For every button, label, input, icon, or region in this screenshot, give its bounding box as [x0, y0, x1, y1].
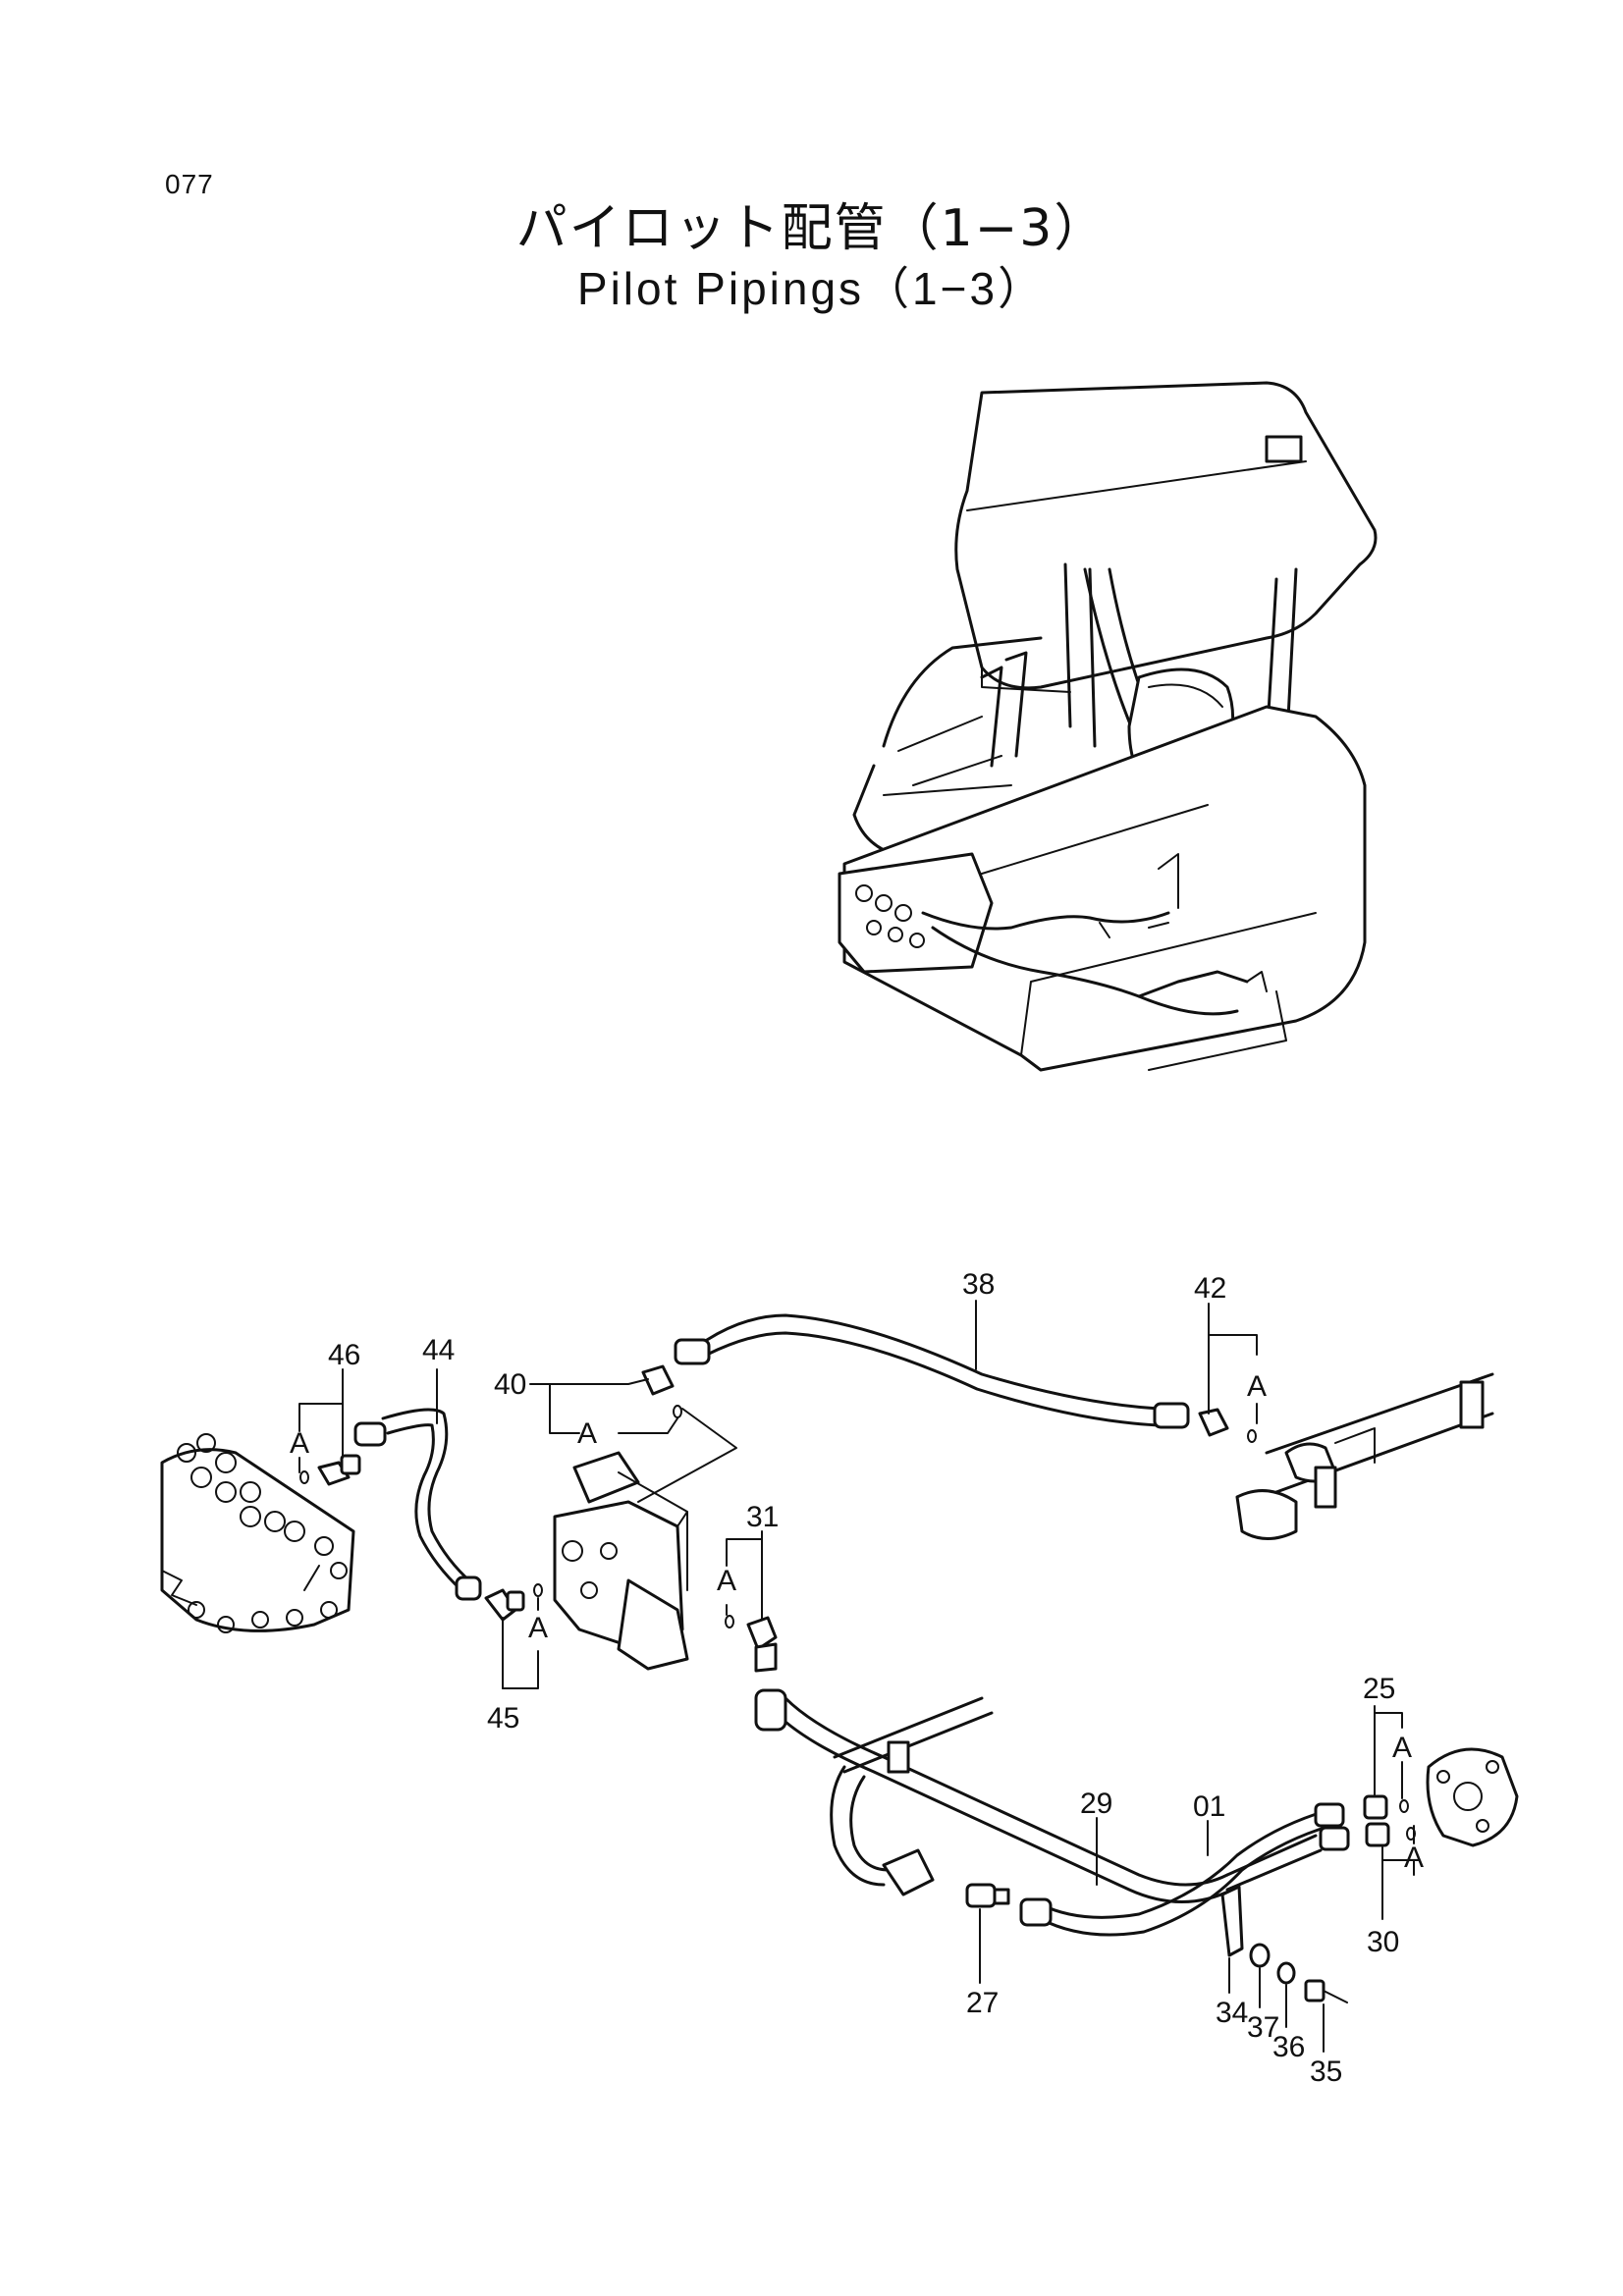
mark-a: A — [1404, 1842, 1424, 1874]
fitting-27 — [965, 1883, 1010, 1908]
hose-44 — [353, 1408, 482, 1601]
mark-a: A — [577, 1417, 597, 1450]
callout-44: 44 — [422, 1334, 455, 1366]
pilot-pump — [1426, 1747, 1519, 1847]
pilot-valve-block — [553, 1451, 689, 1671]
right-tube-assembly — [1235, 1372, 1494, 1540]
callout-29: 29 — [1080, 1788, 1112, 1820]
callout-labels: 38 42 40 46 44 31 45 25 29 01 30 27 34 3… — [290, 1268, 1424, 2088]
hose-38 — [674, 1313, 1190, 1429]
machine-overview-illustration — [838, 381, 1378, 1072]
fitting-46 — [299, 1454, 361, 1486]
callout-35: 35 — [1310, 2056, 1342, 2088]
callout-30: 30 — [1367, 1926, 1399, 1958]
callout-42: 42 — [1194, 1272, 1226, 1305]
elbow-31 — [725, 1615, 778, 1673]
pilot-piping-exploded-view: 38 42 40 46 44 31 45 25 29 01 30 27 34 3… — [160, 1268, 1519, 2088]
mark-a: A — [1247, 1370, 1267, 1403]
callout-36: 36 — [1272, 2031, 1305, 2063]
mark-a: A — [1392, 1732, 1412, 1764]
elbow-42 — [1198, 1408, 1257, 1443]
page-number: 077 — [165, 169, 214, 199]
bolt-35 — [1304, 1979, 1348, 2003]
clamp-34 — [1220, 1885, 1244, 1957]
page-title-japanese: パイロット配管（1−3） — [515, 199, 1108, 258]
page-title-english: Pilot Pipings（1−3） — [576, 263, 1047, 314]
fitting-25 — [1363, 1794, 1409, 1820]
tube-29 — [754, 1688, 1234, 1903]
mark-a: A — [290, 1427, 309, 1460]
callout-37: 37 — [1247, 2011, 1279, 2044]
mark-a: A — [717, 1565, 736, 1597]
elbow-45 — [484, 1583, 543, 1622]
callout-31: 31 — [746, 1501, 779, 1533]
callout-45: 45 — [487, 1702, 519, 1735]
callout-25: 25 — [1363, 1673, 1395, 1705]
leader-lines — [298, 1300, 1415, 2053]
callout-01: 01 — [1193, 1790, 1225, 1823]
callout-38: 38 — [962, 1268, 995, 1301]
callout-40: 40 — [494, 1368, 526, 1401]
callout-27: 27 — [966, 1987, 999, 2019]
washer-37 — [1249, 1943, 1271, 1968]
callout-46: 46 — [328, 1339, 360, 1371]
elbow-40 — [641, 1364, 682, 1418]
washer-36 — [1276, 1961, 1296, 1985]
tube-01 — [830, 1765, 1350, 1937]
callout-34: 34 — [1216, 1997, 1248, 2029]
mark-a: A — [528, 1612, 548, 1644]
control-valve-housing — [160, 1433, 355, 1633]
